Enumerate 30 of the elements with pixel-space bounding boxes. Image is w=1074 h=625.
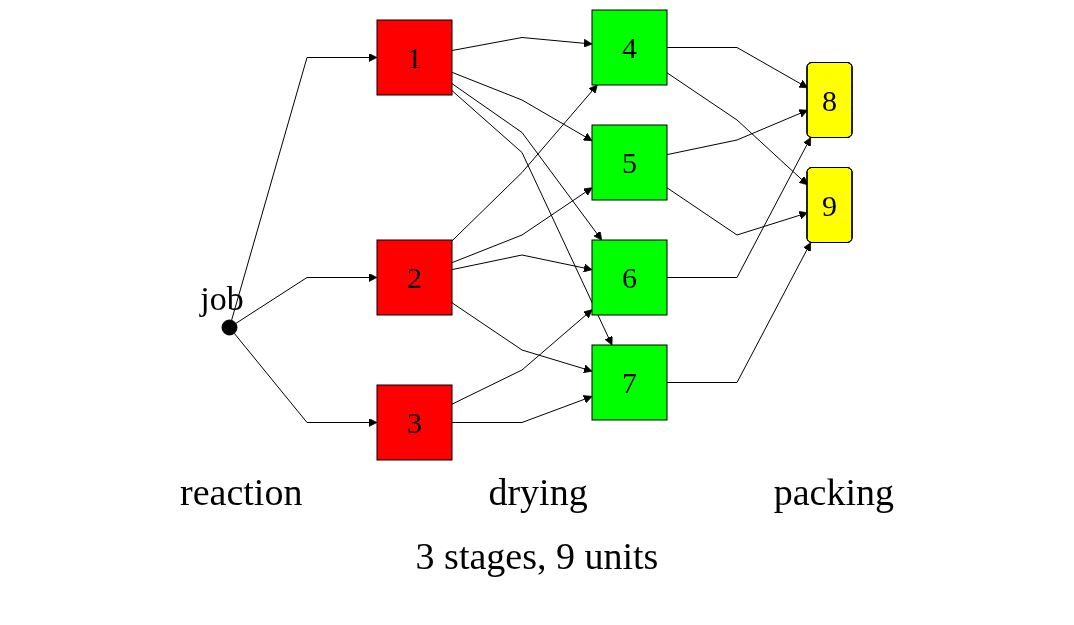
node-box: 2 bbox=[376, 239, 453, 316]
arrow bbox=[231, 53, 378, 321]
arrow bbox=[666, 137, 812, 278]
arrow bbox=[451, 187, 593, 264]
arrow bbox=[451, 90, 613, 346]
arrow bbox=[451, 254, 593, 273]
arrow bbox=[666, 242, 812, 383]
arrow bbox=[666, 72, 808, 186]
arrow bbox=[451, 37, 593, 51]
node-box: 6 bbox=[591, 239, 668, 316]
node-box: 7 bbox=[591, 344, 668, 421]
arrow bbox=[666, 47, 808, 89]
arrow bbox=[235, 273, 378, 324]
arrow bbox=[233, 332, 378, 427]
node-box: 4 bbox=[591, 9, 668, 86]
arrow bbox=[451, 395, 593, 423]
node-box: 5 bbox=[591, 124, 668, 201]
arrow bbox=[451, 302, 593, 374]
stage-label: packing bbox=[773, 470, 894, 514]
node-circle bbox=[221, 319, 238, 336]
arrow bbox=[451, 71, 593, 142]
stage-label: reaction bbox=[180, 470, 303, 514]
caption: 3 stages, 9 units bbox=[415, 534, 659, 578]
arrow bbox=[666, 187, 808, 236]
node-box: 1 bbox=[376, 19, 453, 96]
arrow bbox=[666, 109, 808, 156]
node-box: 3 bbox=[376, 384, 453, 461]
arrow bbox=[451, 309, 593, 405]
node-caption: job bbox=[200, 280, 244, 318]
stage-label: drying bbox=[488, 470, 588, 514]
